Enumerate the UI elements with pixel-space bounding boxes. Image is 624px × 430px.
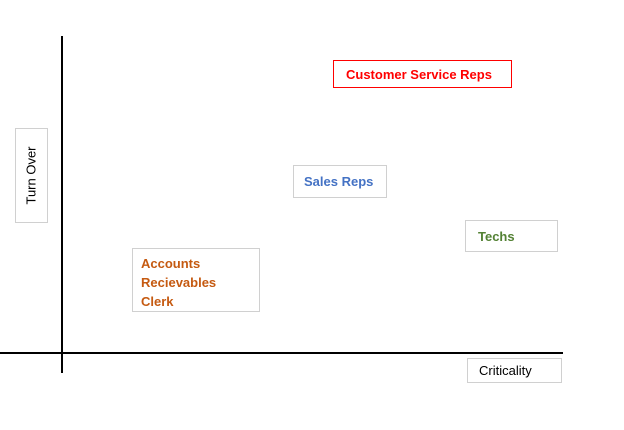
label-box-sales-reps[interactable]: Sales Reps	[293, 165, 387, 198]
label-box-customer-service-reps[interactable]: Customer Service Reps	[333, 60, 512, 88]
label-techs: Techs	[478, 228, 515, 244]
label-sales-reps: Sales Reps	[304, 174, 374, 189]
x-axis-line	[0, 352, 563, 354]
y-axis-line	[61, 36, 63, 373]
x-axis-label-box[interactable]: Criticality	[467, 358, 562, 383]
label-customer-service-reps: Customer Service Reps	[346, 66, 492, 82]
label-box-accounts-recievables-clerk[interactable]: Accounts Recievables Clerk	[132, 248, 260, 312]
y-axis-label-box[interactable]: Turn Over	[15, 128, 48, 223]
y-axis-label: Turn Over	[24, 146, 39, 205]
label-accounts-line1: Accounts	[141, 256, 201, 271]
label-accounts-line2: Recievables Clerk	[141, 275, 217, 309]
x-axis-label: Criticality	[479, 363, 532, 378]
label-box-techs[interactable]: Techs	[465, 220, 558, 252]
label-accounts-recievables-clerk: Accounts Recievables Clerk	[141, 254, 251, 311]
